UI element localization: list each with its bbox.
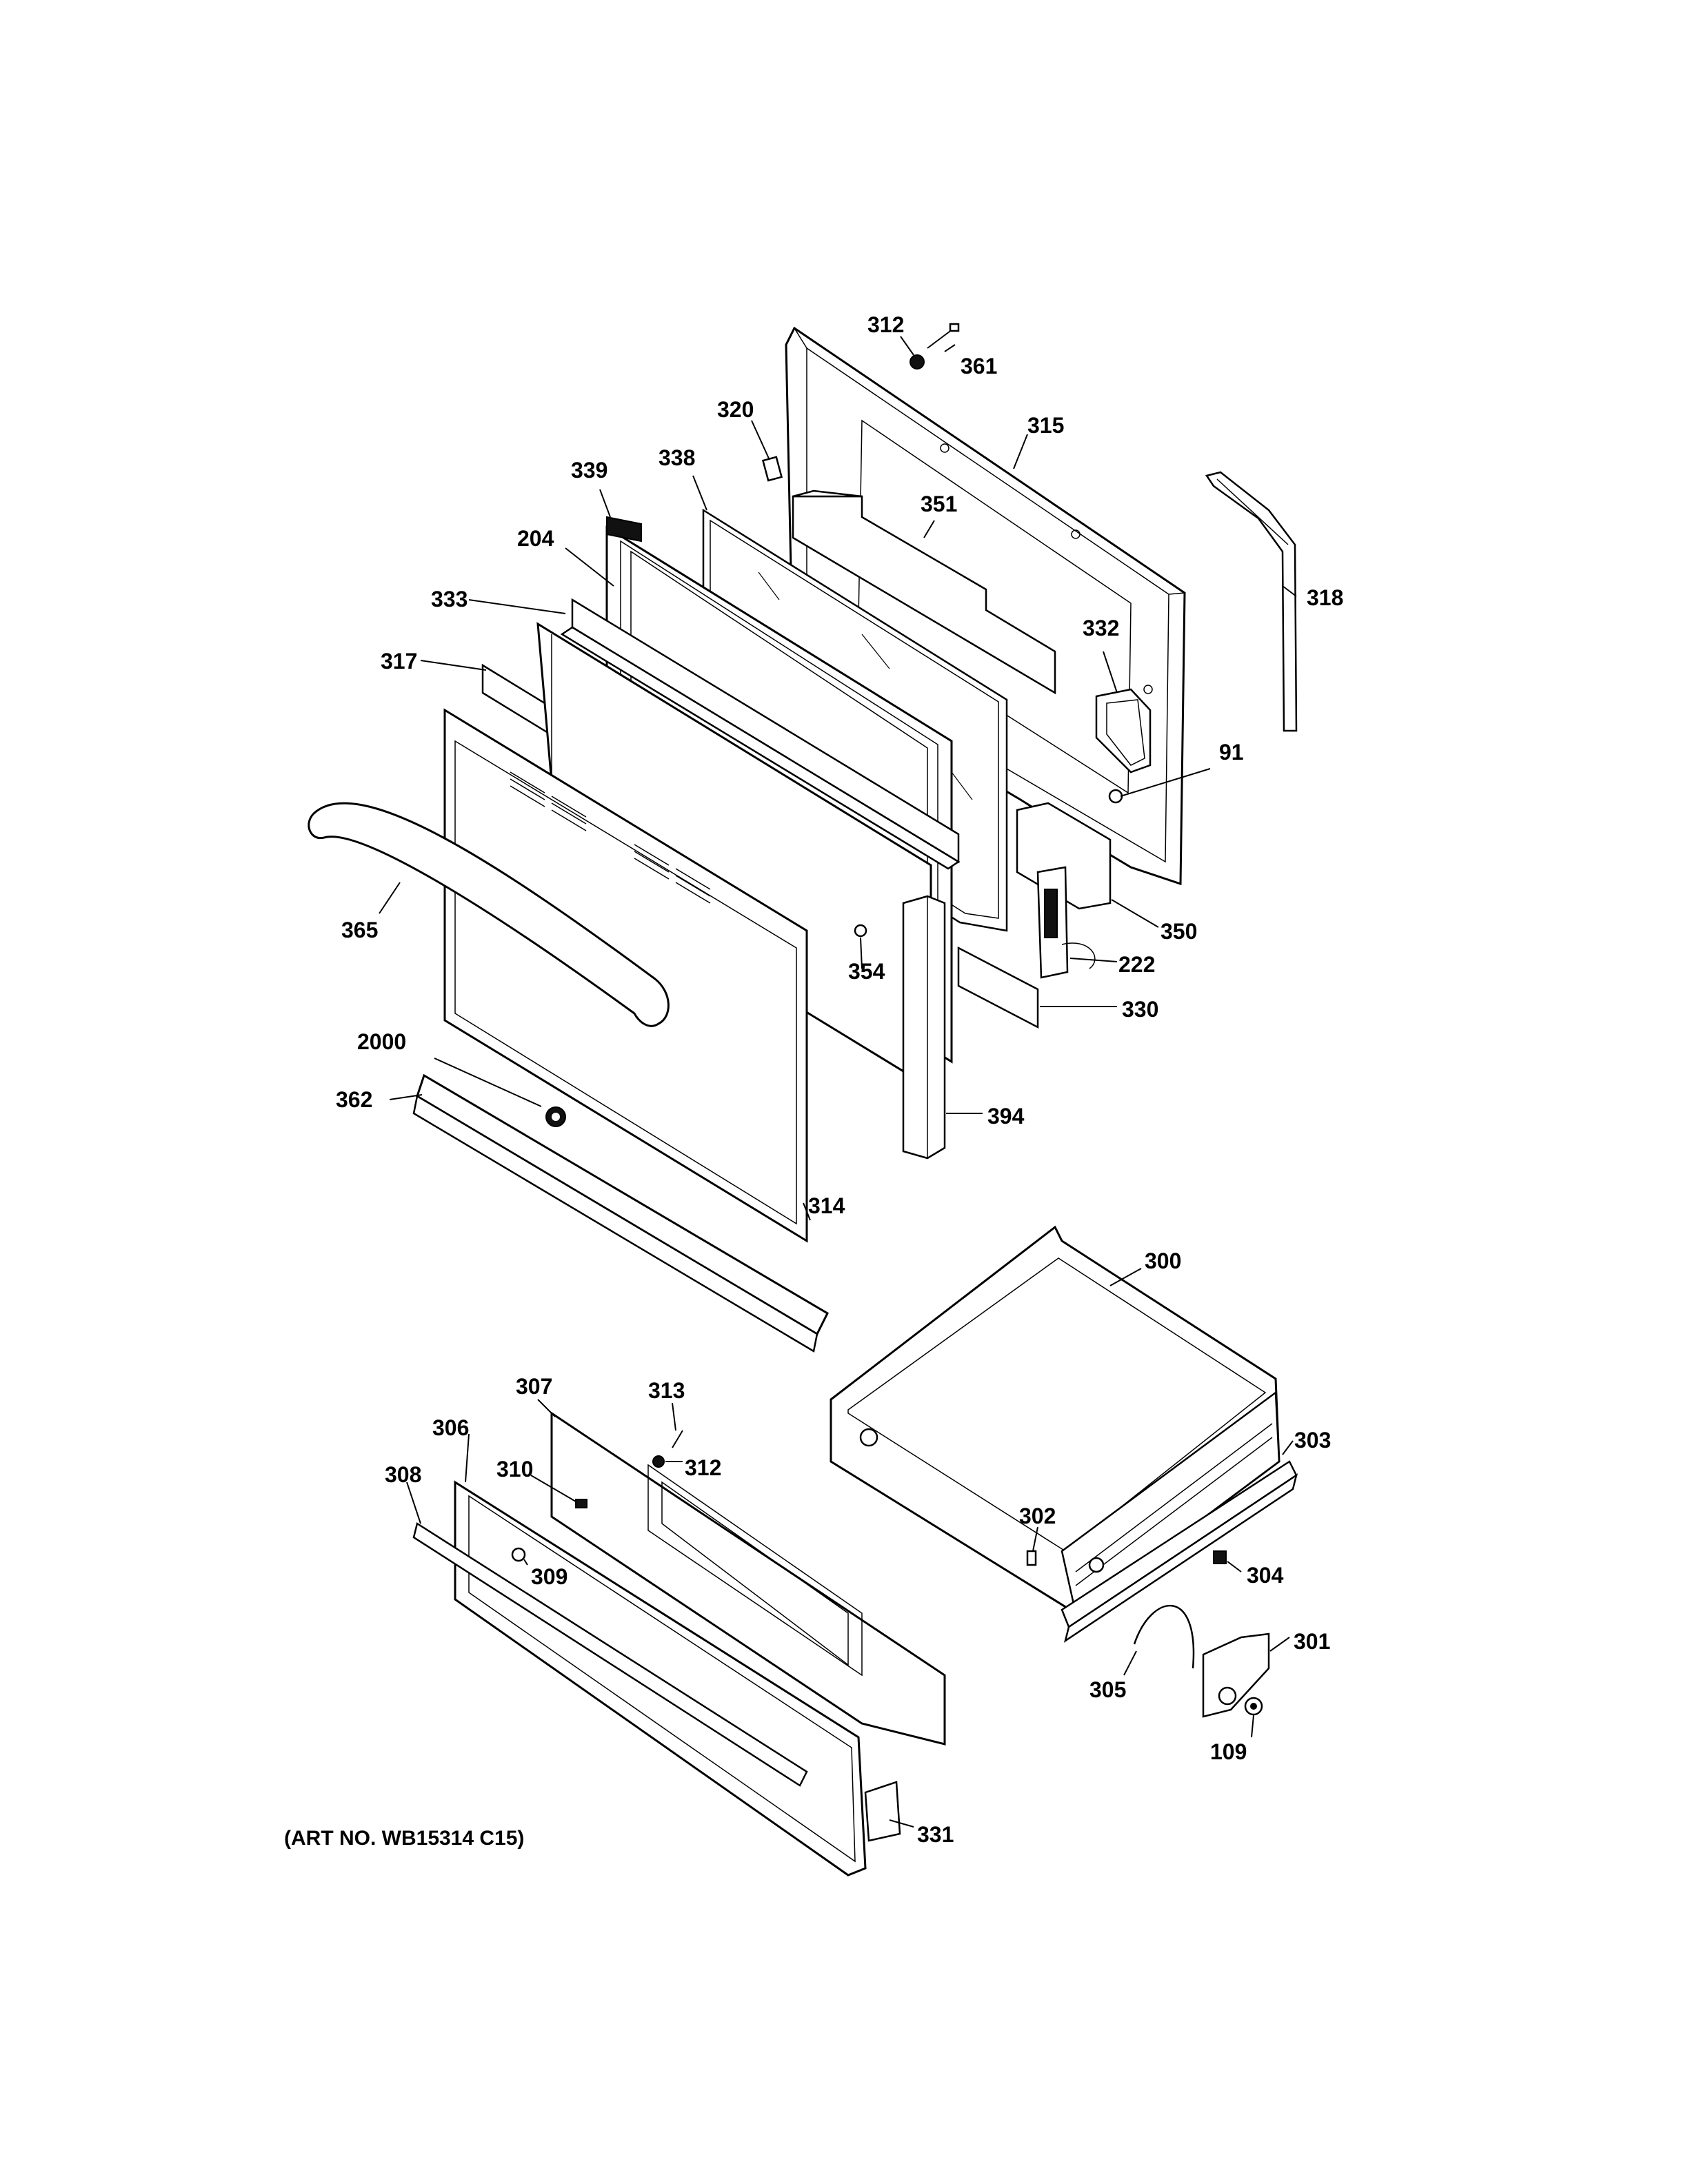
label-204: 204: [517, 526, 554, 551]
spacer-339: [606, 516, 642, 543]
bracket-331: [864, 1781, 901, 1842]
label-333: 333: [431, 587, 468, 611]
label-312-bottom: 312: [685, 1455, 721, 1480]
drawer-rail-303: [1061, 1460, 1298, 1643]
drawer-inner-panel-307: [550, 1411, 946, 1746]
clip-320: [761, 456, 783, 482]
insulation-351: [792, 489, 1056, 695]
label-305: 305: [1089, 1677, 1126, 1702]
label-310: 310: [496, 1457, 533, 1482]
label-91: 91: [1219, 740, 1244, 765]
label-303: 303: [1294, 1428, 1331, 1453]
label-332: 332: [1083, 616, 1119, 640]
nut-312-bottom: [652, 1455, 665, 1468]
label-331: 331: [917, 1822, 954, 1847]
screw-91: [1108, 789, 1123, 804]
label-320: 320: [717, 397, 754, 422]
screw-361: [927, 323, 960, 349]
label-302: 302: [1019, 1504, 1056, 1528]
art-number: (ART NO. WB15314 C15): [284, 1827, 525, 1850]
side-trim-394: [902, 895, 946, 1160]
door-handle-365: [308, 802, 670, 1027]
label-361: 361: [961, 354, 997, 378]
screw-354: [854, 924, 867, 938]
drawer-trim-308: [412, 1522, 808, 1787]
screw-302: [1026, 1550, 1037, 1566]
label-2000: 2000: [357, 1029, 406, 1054]
label-304: 304: [1247, 1563, 1284, 1588]
badge-2000: [545, 1106, 566, 1127]
label-351: 351: [921, 492, 957, 516]
screw-309: [511, 1547, 526, 1562]
label-394: 394: [987, 1104, 1025, 1129]
label-309: 309: [531, 1564, 567, 1589]
vent-slots: [510, 771, 711, 904]
label-222: 222: [1118, 952, 1155, 977]
label-365: 365: [341, 918, 378, 942]
bracket-301: [1202, 1632, 1270, 1718]
label-306: 306: [432, 1415, 469, 1440]
block-332: [1095, 688, 1152, 774]
label-301: 301: [1294, 1629, 1330, 1654]
drawer-body-300: [830, 1225, 1280, 1615]
label-300: 300: [1145, 1248, 1181, 1273]
leader-lines: [379, 336, 1297, 1828]
part-labels: 312 361 320 315 339 338 351 204 318 333 …: [336, 312, 1343, 1847]
label-330: 330: [1122, 997, 1158, 1022]
label-109: 109: [1210, 1739, 1247, 1764]
label-308: 308: [385, 1462, 421, 1487]
screw-313: [672, 1430, 683, 1448]
label-362: 362: [336, 1087, 372, 1112]
label-313: 313: [648, 1378, 685, 1403]
label-354: 354: [848, 959, 885, 984]
door-gasket-318: [1205, 471, 1298, 732]
clip-310: [575, 1499, 587, 1508]
hinge-222: [1036, 866, 1096, 979]
label-315: 315: [1027, 413, 1064, 438]
label-312-top: 312: [867, 312, 904, 337]
label-350: 350: [1160, 919, 1197, 944]
trim-330: [957, 946, 1039, 1029]
label-338: 338: [659, 445, 695, 470]
nut-109: [1244, 1697, 1263, 1716]
label-317: 317: [381, 649, 417, 674]
glass-panel-333: [560, 598, 961, 870]
nut-312-top: [910, 354, 925, 370]
spring-clip-305: [1133, 1604, 1195, 1669]
label-339: 339: [571, 458, 607, 483]
lower-trim-362: [412, 1073, 829, 1353]
label-314: 314: [808, 1193, 845, 1218]
roller-304: [1213, 1550, 1227, 1564]
label-318: 318: [1307, 585, 1343, 610]
label-307: 307: [516, 1374, 552, 1399]
